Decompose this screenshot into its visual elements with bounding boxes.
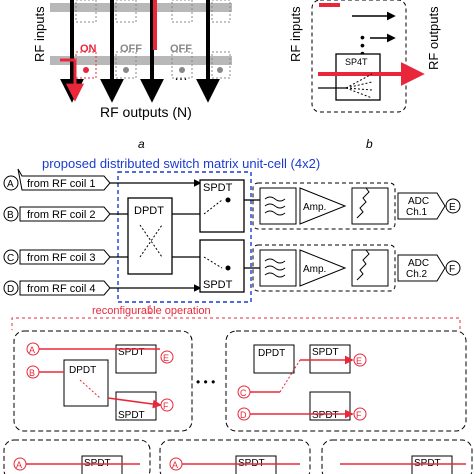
- svg-text:SPDT: SPDT: [118, 410, 145, 421]
- example-config-2: DPDT SPDT SPDT C D E F: [225, 330, 467, 432]
- amp-2-label: Amp.: [303, 264, 326, 275]
- svg-text:D: D: [7, 284, 14, 295]
- sp4t-label: SP4T: [345, 57, 368, 67]
- spdt-top: [199, 179, 245, 233]
- adc-1-label-1: ADC: [408, 196, 429, 207]
- panel-a: ON OFF OFF … RF inputs RF outputs (N) a: [32, 0, 232, 151]
- switch-cell-on: [75, 51, 97, 79]
- amp-1: [299, 187, 347, 225]
- switch-cell: [115, 0, 137, 23]
- panel-b-caption: b: [366, 137, 373, 151]
- svg-text:•: •: [360, 45, 365, 61]
- input-B: B from RF coil 2: [3, 206, 128, 222]
- reconfig-label: reconfigurable operation: [92, 305, 211, 317]
- spdt-top-label: SPDT: [203, 182, 233, 194]
- input-bar-2: [50, 56, 232, 65]
- svg-text:•: •: [360, 37, 365, 53]
- filter-2: [259, 249, 297, 287]
- main-diagram: proposed distributed switch matrix unit-…: [3, 156, 461, 330]
- ellipsis-middle: • • •: [196, 375, 215, 389]
- input-label-1: from RF coil 1: [27, 178, 95, 190]
- adc-2-label-2: Ch.2: [406, 269, 428, 280]
- switch-cell: [171, 51, 193, 79]
- svg-text:C: C: [7, 253, 14, 264]
- amp-2: [299, 249, 347, 287]
- spdt-bottom-label: SPDT: [203, 279, 233, 291]
- panel-a-y-label: RF inputs: [32, 6, 47, 62]
- svg-text:A: A: [172, 460, 178, 470]
- svg-text:D: D: [240, 410, 247, 420]
- svg-text:F: F: [163, 401, 169, 411]
- panel-a-x-label: RF outputs (N): [100, 104, 192, 120]
- example-config-1: A B DPDT SPDT SPDT E F: [13, 330, 193, 432]
- switch-cell: [115, 51, 137, 79]
- output-F: F: [449, 264, 455, 275]
- off-label-1: OFF: [120, 43, 142, 55]
- dpdt-label: DPDT: [134, 205, 164, 217]
- switch-cell: [75, 0, 97, 23]
- filter-1: [259, 187, 297, 225]
- input-label-4: from RF coil 4: [27, 283, 95, 295]
- chain-1-boundary: [252, 182, 396, 230]
- dots: •: [360, 29, 365, 45]
- input-C: C from RF coil 3: [3, 249, 128, 265]
- svg-text:DPDT: DPDT: [258, 348, 285, 359]
- attenuator-1: [351, 187, 389, 225]
- svg-text:C: C: [240, 388, 247, 398]
- switch-cell: [171, 0, 193, 23]
- adc-1-label-2: Ch.1: [406, 207, 428, 218]
- output-E: E: [449, 202, 456, 213]
- panel-b-out-label: RF outputs: [426, 6, 441, 70]
- input-A: A from RF coil 1: [3, 168, 202, 191]
- input-bar-1: [50, 3, 232, 12]
- on-label: ON: [80, 43, 97, 55]
- svg-text:SPDT: SPDT: [312, 347, 339, 358]
- amp-1-label: Amp.: [303, 202, 326, 213]
- reconfig-brace: [11, 305, 461, 330]
- svg-text:A: A: [7, 179, 14, 190]
- unit-cell-boundary: [117, 171, 252, 303]
- spdt-bottom: [199, 239, 245, 293]
- chain-2-boundary: [252, 244, 396, 292]
- svg-text:A: A: [29, 345, 35, 355]
- panel-b-boundary: [311, 0, 407, 113]
- panel-a-caption: a: [138, 137, 145, 151]
- input-label-3: from RF coil 3: [27, 252, 95, 264]
- main-title: proposed distributed switch matrix unit-…: [42, 156, 320, 171]
- panel-b-in-label: RF inputs: [288, 6, 303, 62]
- adc-1: [397, 192, 446, 220]
- svg-text:A: A: [16, 460, 22, 470]
- switch-cell: [211, 51, 231, 79]
- panel-b: • • • SP4T RF inputs RF outputs b: [288, 0, 441, 151]
- svg-text:E: E: [163, 353, 169, 363]
- svg-text:F: F: [356, 410, 362, 420]
- dpdt-switch: [127, 197, 173, 275]
- input-D: D from RF coil 4: [3, 280, 202, 296]
- svg-text:DPDT: DPDT: [69, 365, 96, 376]
- switch-cell: [211, 0, 231, 23]
- example-config-row-2: A SPDT A SPDT SPDT: [3, 439, 473, 474]
- input-label-2: from RF coil 2: [27, 209, 95, 221]
- svg-text:B: B: [7, 210, 14, 221]
- svg-text:E: E: [356, 356, 362, 366]
- adc-2-label-1: ADC: [408, 258, 429, 269]
- adc-2: [397, 254, 446, 282]
- svg-text:SPDT: SPDT: [312, 410, 339, 421]
- off-label-2: OFF: [170, 43, 192, 55]
- svg-text:B: B: [29, 368, 35, 378]
- svg-text:SPDT: SPDT: [118, 347, 145, 358]
- attenuator-2: [351, 249, 389, 287]
- ellipsis: …: [174, 67, 188, 83]
